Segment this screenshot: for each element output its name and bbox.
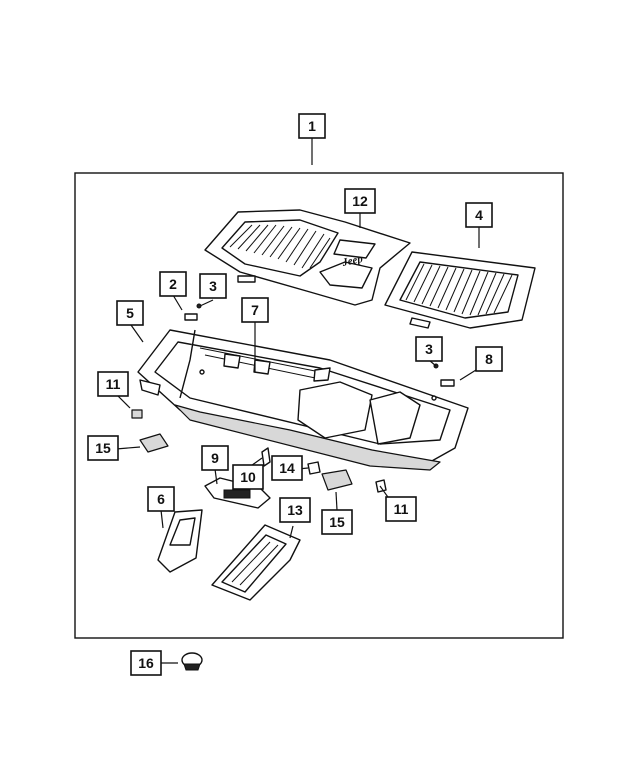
callout-14: 14	[271, 455, 303, 481]
leader-lines	[114, 137, 480, 664]
svg-text:10: 10	[240, 469, 256, 485]
callout-10: 10	[232, 464, 264, 490]
clip-14	[307, 461, 321, 475]
svg-text:3: 3	[209, 278, 217, 294]
callout-1: 1	[298, 113, 326, 139]
svg-text:4: 4	[475, 207, 483, 223]
callout-5: 5	[116, 300, 144, 326]
callout-13: 13	[279, 497, 311, 523]
svg-text:14: 14	[279, 460, 295, 476]
screw-10	[261, 447, 271, 467]
callout-11-right: 11	[385, 496, 417, 522]
callout-7: 7	[241, 297, 269, 323]
svg-text:2: 2	[169, 276, 177, 292]
callout-8: 8	[475, 346, 503, 372]
latch-15-right	[321, 469, 353, 491]
svg-text:11: 11	[394, 501, 409, 517]
svg-text:11: 11	[106, 376, 121, 392]
clip-11-right	[375, 479, 387, 493]
svg-text:15: 15	[329, 514, 345, 530]
callout-3-left: 3	[199, 273, 227, 299]
svg-text:5: 5	[126, 305, 134, 321]
assembly-frame	[74, 172, 564, 639]
jeep-logo-text: Jeep	[340, 253, 364, 269]
svg-text:13: 13	[287, 502, 303, 518]
lid-panel-right	[384, 251, 536, 329]
handle-15-left	[139, 433, 169, 453]
callout-11-left: 11	[97, 371, 129, 397]
callout-15-left: 15	[87, 435, 119, 461]
plug-16	[181, 652, 203, 671]
svg-text:3: 3	[425, 341, 433, 357]
svg-text:12: 12	[352, 193, 368, 209]
callout-9: 9	[201, 445, 229, 471]
fastener-2	[184, 313, 198, 321]
callout-2: 2	[159, 271, 187, 297]
svg-text:7: 7	[251, 302, 259, 318]
callout-16: 16	[130, 650, 162, 676]
clip-11-left	[131, 409, 143, 419]
callout-3-right: 3	[415, 336, 443, 362]
svg-text:16: 16	[138, 655, 154, 671]
storage-bin	[137, 329, 469, 471]
svg-text:9: 9	[211, 450, 219, 466]
bracket-9-slots	[223, 489, 251, 499]
svg-text:1: 1	[308, 118, 316, 134]
callout-12: 12	[344, 188, 376, 214]
callout-4: 4	[465, 202, 493, 228]
lid-panel-left	[204, 209, 411, 306]
callout-15-right: 15	[321, 509, 353, 535]
callout-6: 6	[147, 486, 175, 512]
svg-text:6: 6	[157, 491, 165, 507]
svg-text:8: 8	[485, 351, 493, 367]
fastener-8	[440, 379, 455, 387]
svg-text:15: 15	[95, 440, 111, 456]
